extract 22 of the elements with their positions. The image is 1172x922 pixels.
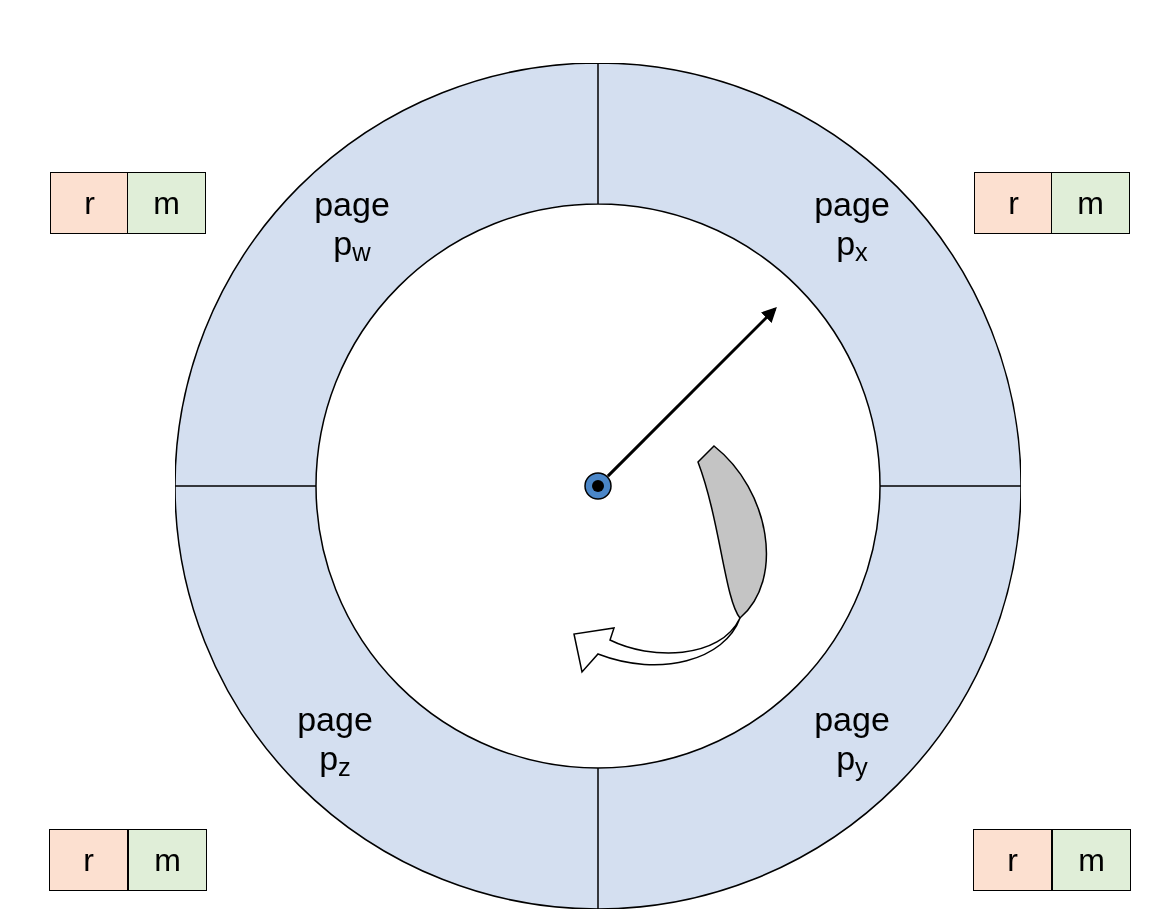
node-text: page p$_{y}$ [813, 700, 891, 779]
node-text: r [84, 187, 95, 219]
bit-cell [1052, 829, 1131, 891]
node-text: r [1008, 187, 1019, 219]
node-text: r [83, 844, 94, 876]
bit-cell [974, 172, 1053, 234]
node-text: m [1077, 187, 1104, 219]
node-text: m [153, 187, 180, 219]
node-text: m [154, 844, 181, 876]
bit-cell [49, 829, 128, 891]
bit-cell [973, 829, 1052, 891]
node-text: r [1007, 844, 1018, 876]
bit-cell [50, 172, 129, 234]
node-text: m [1078, 844, 1105, 876]
node-text: page p$_{w}$ [313, 185, 391, 264]
pivot-circle [584, 472, 612, 500]
node-text: page p$_{x}$ [813, 185, 891, 264]
node-text: page p$_{z}$ [296, 700, 374, 779]
bit-cell [127, 172, 206, 234]
bit-cell [1051, 172, 1130, 234]
bit-cell [128, 829, 207, 891]
arrow [606, 307, 777, 478]
